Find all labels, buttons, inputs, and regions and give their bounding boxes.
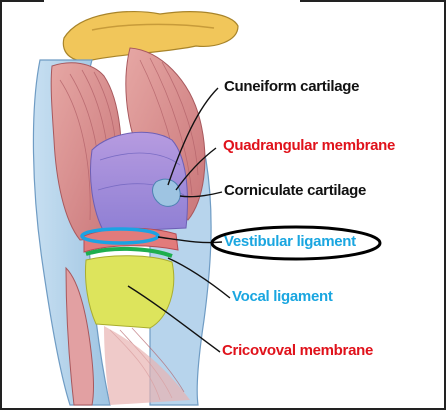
label-vestibular-ligament: Vestibular ligament: [224, 233, 356, 251]
label-cuneiform-cartilage: Cuneiform cartilage: [224, 78, 359, 96]
label-cricovocal-membrane: Cricovoval membrane: [222, 342, 373, 360]
label-vocal-ligament: Vocal ligament: [232, 288, 333, 306]
label-corniculate-cartilage: Corniculate cartilage: [224, 182, 366, 200]
label-quadrangular-membrane: Quadrangular membrane: [223, 137, 395, 155]
